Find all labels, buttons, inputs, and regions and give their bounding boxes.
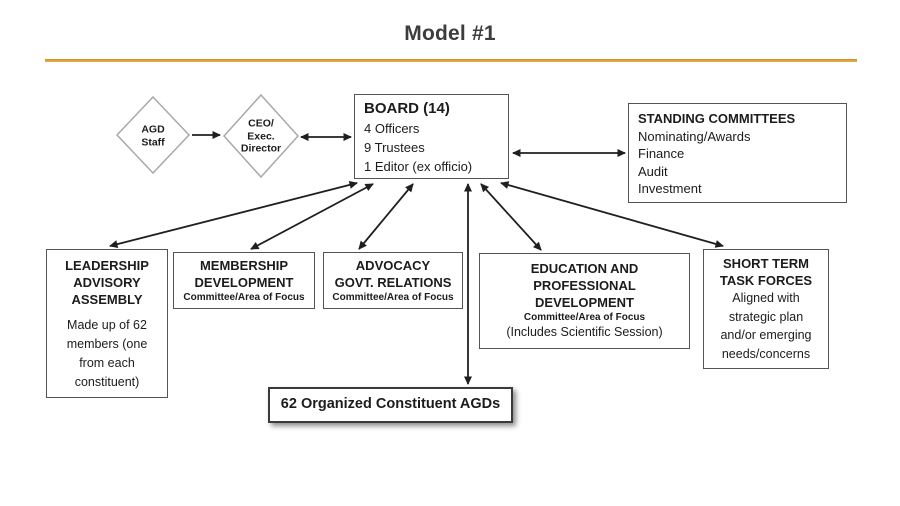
leadership-body: Made up of 62 members (one from each con… (66, 318, 148, 389)
board-member-trustees: 9 Trustees (364, 140, 425, 155)
leadership-advisory-assembly-box: LEADERSHIP ADVISORY ASSEMBLY Made up of … (46, 249, 168, 398)
membership-development-box: MEMBERSHIP DEVELOPMENT Committee/Area of… (173, 252, 315, 309)
committee-item-investment: Investment (638, 181, 702, 196)
title-underline (45, 59, 857, 62)
committee-item-finance: Finance (638, 146, 685, 161)
leadership-title: LEADERSHIP ADVISORY ASSEMBLY (65, 258, 149, 307)
education-title: EDUCATION AND PROFESSIONAL DEVELOPMENT (530, 261, 639, 310)
board-member-officers: 4 Officers (364, 121, 420, 136)
ceo-exec-director-label: CEO/ Exec. Director (240, 117, 282, 155)
education-subtitle: Committee/Area of Focus (523, 312, 646, 323)
advocacy-title: ADVOCACY GOVT. RELATIONS (334, 258, 452, 290)
constituent-agds-box: 62 Organized Constituent AGDs (268, 387, 513, 423)
board-box: BOARD (14) 4 Officers 9 Trustees 1 Edito… (354, 94, 509, 179)
arrow-board-short-term (500, 181, 724, 248)
board-member-editor: 1 Editor (ex officio) (364, 159, 473, 174)
education-professional-development-box: EDUCATION AND PROFESSIONAL DEVELOPMENT C… (479, 253, 690, 349)
board-title: BOARD (14) (364, 100, 450, 117)
membership-subtitle: Committee/Area of Focus (183, 292, 305, 303)
committee-item-audit: Audit (638, 163, 668, 179)
ceo-diamond (222, 93, 300, 179)
standing-committees-box: STANDING COMMITTEES Nominating/Awards Fi… (628, 103, 847, 203)
education-note: (Includes Scientific Session) (506, 325, 663, 339)
standing-committees-title: STANDING COMMITTEES (638, 111, 796, 126)
short-term-title: SHORT TERM TASK FORCES (719, 256, 813, 288)
agd-staff-diamond (115, 95, 191, 175)
advocacy-subtitle: Committee/Area of Focus (332, 292, 454, 303)
arrow-board-advocacy (358, 183, 414, 250)
committee-item-nominating: Nominating/Awards (638, 128, 751, 144)
agd-staff-label: AGD Staff (141, 123, 165, 149)
advocacy-govt-relations-box: ADVOCACY GOVT. RELATIONS Committee/Area … (323, 252, 463, 309)
membership-title: MEMBERSHIP DEVELOPMENT (194, 258, 294, 290)
page-title: Model #1 (404, 22, 496, 45)
arrow-board-education (480, 183, 542, 251)
arrow-board-leadership (109, 180, 358, 249)
short-term-task-forces-box: SHORT TERM TASK FORCES Aligned with stra… (703, 249, 829, 369)
short-term-body: Aligned with strategic plan and/or emerg… (720, 291, 812, 361)
arrow-board-membership (250, 183, 374, 250)
